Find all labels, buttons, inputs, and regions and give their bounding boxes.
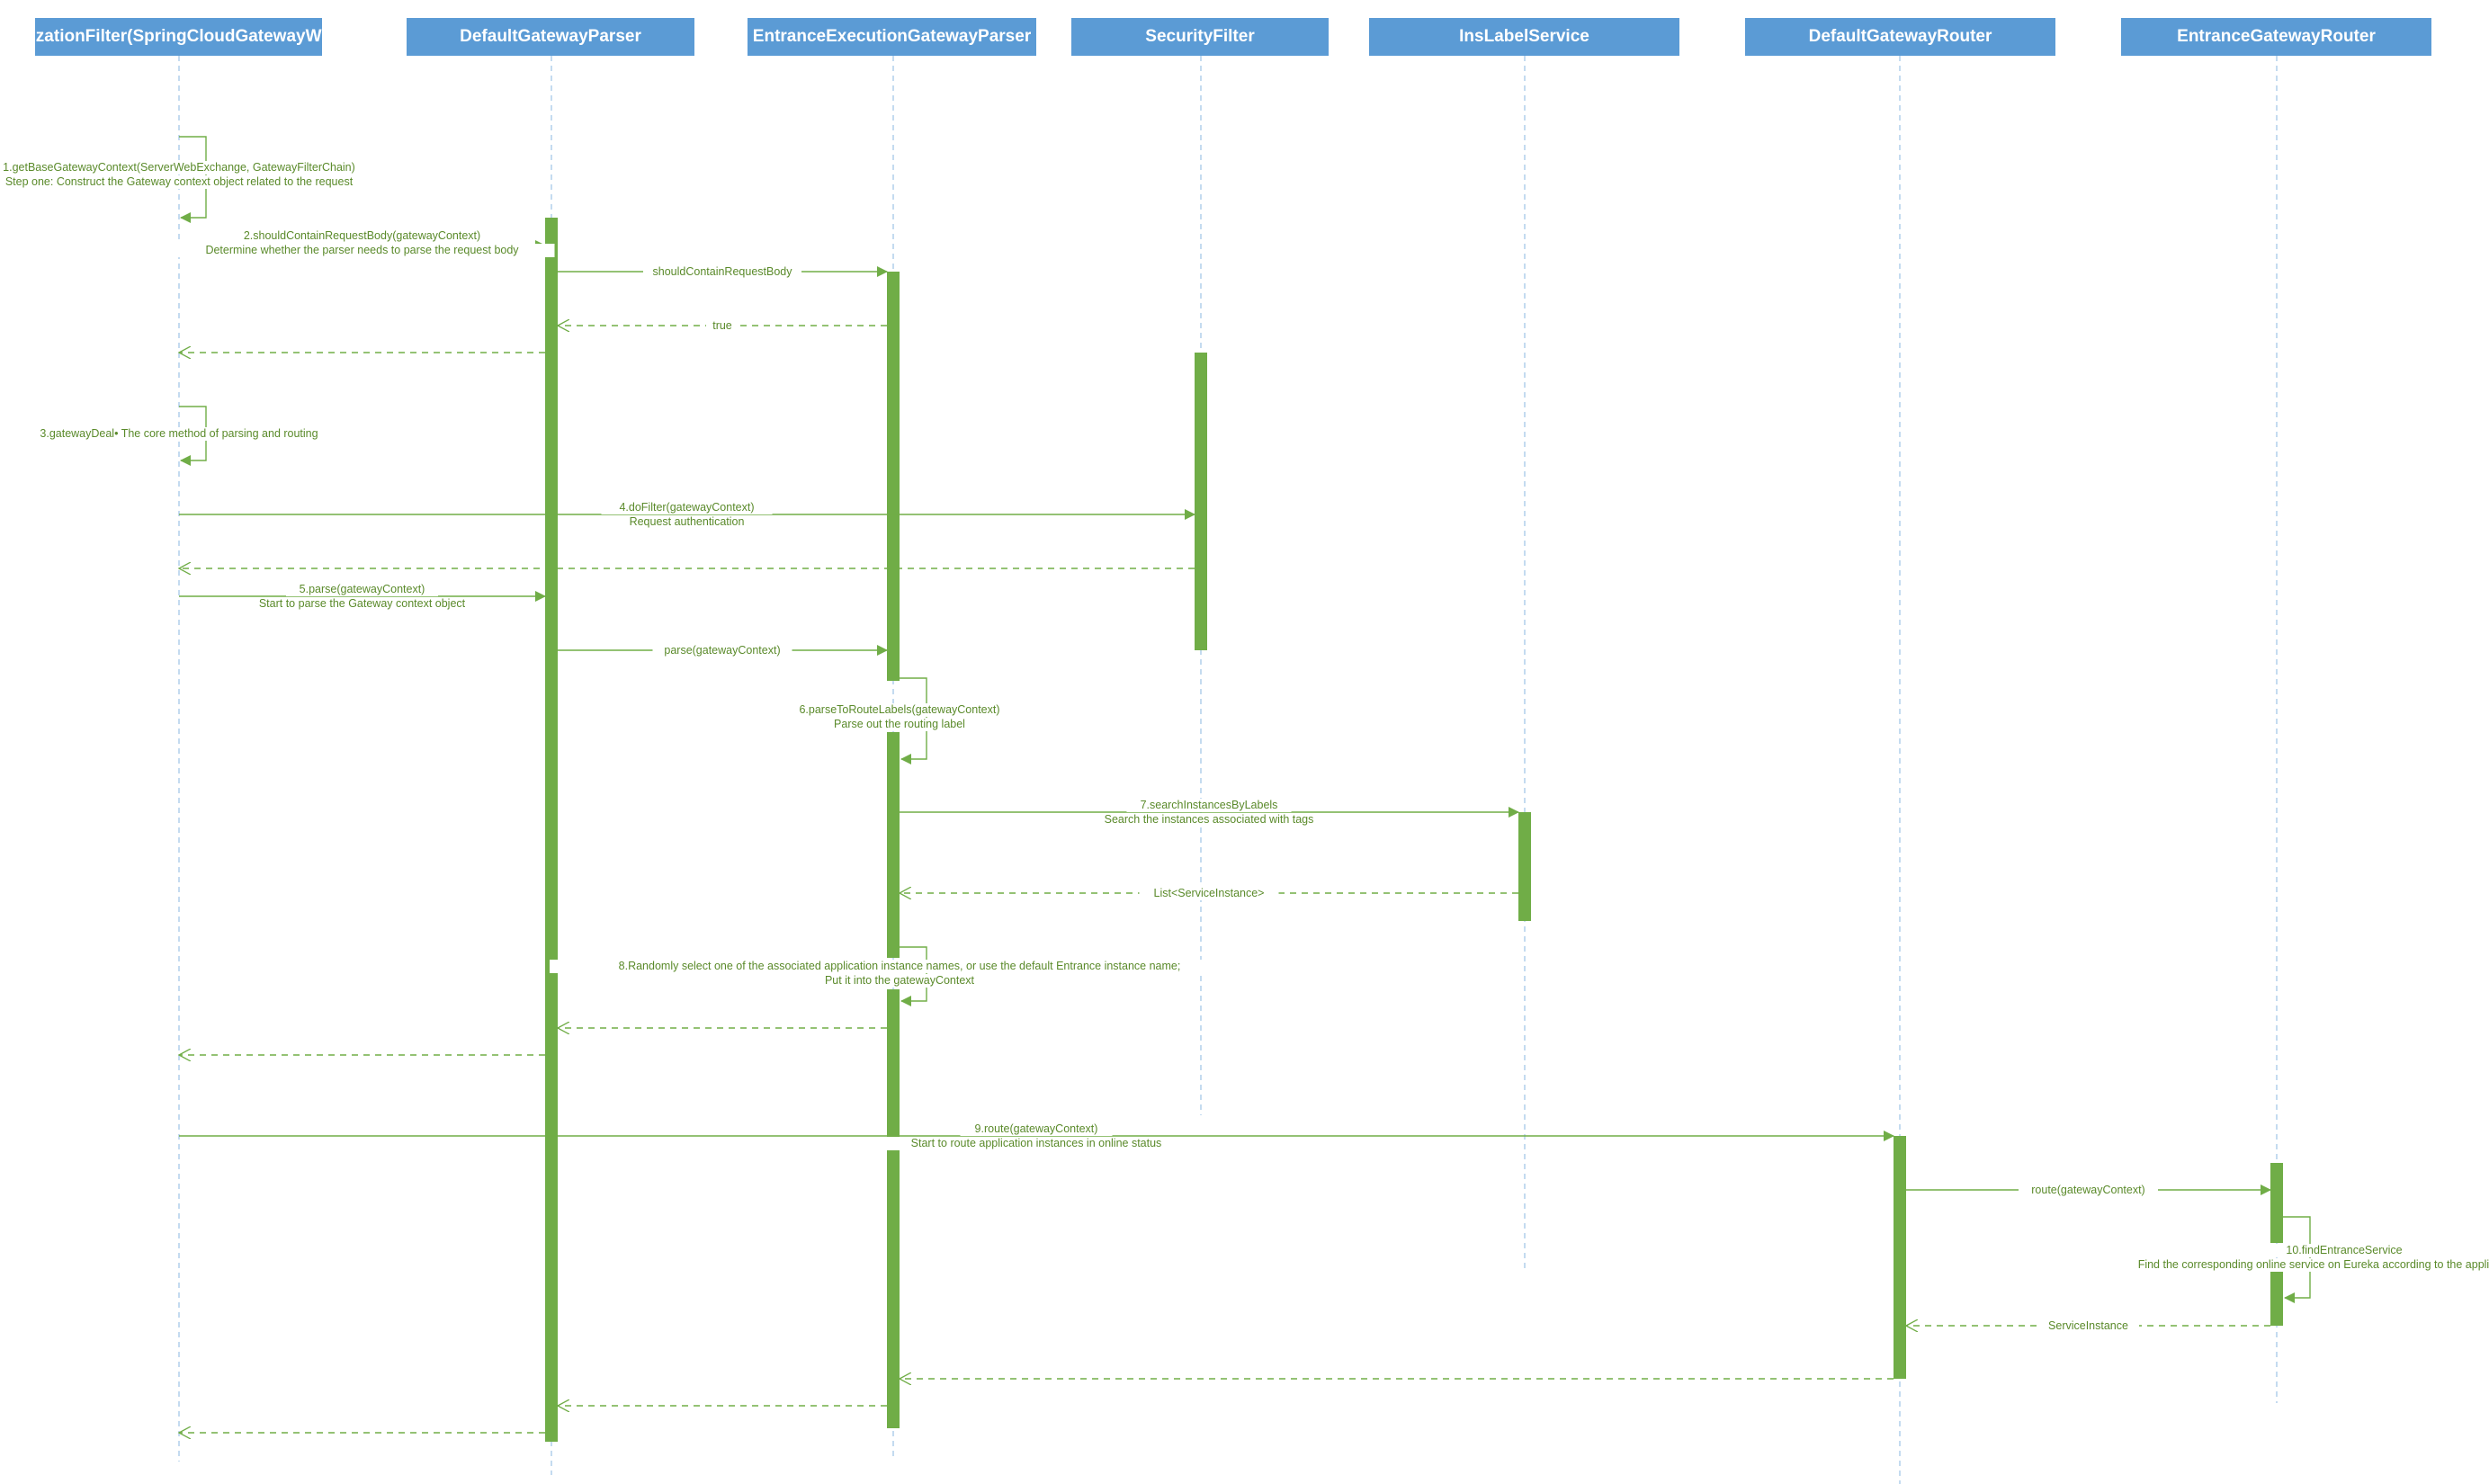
message-4: true	[558, 319, 887, 333]
message-2: 2.shouldContainRequestBody(gatewayContex…	[169, 229, 555, 257]
message-label: Put it into the gatewayContext	[825, 974, 975, 987]
message-label: 6.parseToRouteLabels(gatewayContext)	[799, 703, 999, 716]
participant-label: SecurityFilter	[1145, 27, 1255, 46]
activation-bar-ils	[1518, 812, 1531, 921]
message-label-bg	[2271, 1244, 2417, 1257]
message-10: parse(gatewayContext)	[558, 644, 888, 657]
participant-label: DefaultGatewayParser	[460, 27, 641, 46]
participant-label-line: udGatewayWebsocketFilter)	[214, 27, 443, 46]
participant-entrance-execution-gateway-parser: EntranceExecutionGatewayParser	[748, 18, 1036, 56]
message-label-bg	[229, 597, 495, 611]
message-9: 5.parse(gatewayContext) Start to parse th…	[179, 583, 546, 611]
activation-bar-eegp	[887, 732, 900, 958]
message-label-bg	[613, 515, 760, 529]
message-label: Search the instances associated with tag…	[1105, 813, 1314, 826]
activation-bar-eegp	[887, 272, 900, 681]
message-label-bg	[2037, 1319, 2139, 1333]
participant-default-gateway-parser: DefaultGatewayParser	[407, 18, 694, 56]
message-label-bg	[226, 229, 498, 243]
message-label: parse(gatewayContext)	[664, 644, 780, 657]
message-label-bg	[286, 583, 438, 596]
message-1: 1.getBaseGatewayContext(ServerWebExchang…	[0, 136, 400, 223]
message-label-bg	[5, 427, 353, 441]
message-label-bg	[2085, 1258, 2489, 1272]
participant-ins-label-service: InsLabelService	[1369, 18, 1679, 56]
activation-bar-sf	[1195, 353, 1207, 650]
message-label: Start to parse the Gateway context objec…	[259, 597, 466, 610]
message-label-bg	[169, 244, 555, 257]
message-label-bg	[0, 175, 400, 189]
message-20: ServiceInstance	[1906, 1319, 2270, 1333]
activation-bar-egr	[2270, 1163, 2283, 1243]
message-label: 9.route(gatewayContext)	[975, 1122, 1098, 1135]
message-17: 9.route(gatewayContext) Start to route ap…	[179, 1122, 1894, 1150]
message-label-bg	[810, 718, 989, 731]
participant-label: EntranceExecutionGatewayParser	[752, 27, 1032, 46]
activation-bar-eegp	[887, 989, 900, 1428]
message-label: Start to route application instances in …	[911, 1137, 1162, 1149]
message-label-bg	[601, 501, 773, 514]
message-label-bg	[1139, 887, 1279, 900]
message-label-bg	[706, 319, 739, 333]
message-label: 3.gatewayDeal• The core method of parsin…	[40, 427, 318, 440]
lifelines	[178, 56, 2278, 1484]
message-label-bg	[643, 265, 801, 279]
participant-entrance-gateway-router: EntranceGatewayRouter	[2121, 18, 2431, 56]
message-label-bg	[1126, 799, 1292, 812]
message-label-bg	[550, 960, 1249, 973]
message-7: 4.doFilter(gatewayContext)Request authen…	[179, 501, 1195, 529]
message-label: 5.parse(gatewayContext)	[300, 583, 425, 595]
message-label-bg	[0, 161, 378, 174]
message-label: 10.findEntranceService	[2286, 1244, 2402, 1256]
message-3: shouldContainRequestBody	[558, 265, 888, 279]
activation-bars	[545, 218, 2283, 1442]
message-label-bg	[783, 703, 1016, 717]
message-label: shouldContainRequestBody	[653, 265, 793, 278]
message-label: Parse out the routing label	[834, 718, 965, 730]
message-label-bg	[960, 1122, 1113, 1136]
message-11: 6.parseToRouteLabels(gatewayContext) Pars…	[783, 677, 1016, 764]
message-label: 4.doFilter(gatewayContext)	[619, 501, 754, 514]
message-label: ServiceInstance	[2048, 1319, 2128, 1332]
message-label: 1.getBaseGatewayContext(ServerWebExchang…	[3, 161, 355, 174]
message-18: route(gatewayContext)	[1906, 1184, 2271, 1197]
message-13: List<ServiceInstance>	[900, 887, 1518, 900]
message-label: Determine whether the parser needs to pa…	[205, 244, 519, 256]
message-label-bg	[865, 1137, 1207, 1150]
participant-security-filter: SecurityFilter	[1071, 18, 1329, 56]
message-label: Step one: Construct the Gateway context …	[5, 175, 354, 188]
message-label-bg	[801, 974, 998, 988]
activation-bar-dgr	[1894, 1136, 1906, 1379]
message-label: 7.searchInstancesByLabels	[1141, 799, 1278, 811]
message-label: Request authentication	[630, 515, 745, 528]
message-label: Find the corresponding online service on…	[2138, 1258, 2489, 1271]
activation-bar-dgp	[545, 218, 558, 1442]
messages: 1.getBaseGatewayContext(ServerWebExchang…	[0, 136, 2489, 1433]
participant-label-line: GatwayAuthorizationFilter(SpringClo	[0, 27, 215, 46]
message-label: route(gatewayContext)	[2031, 1184, 2144, 1196]
message-label: 8.Randomly select one of the associated …	[619, 960, 1181, 972]
participant-default-gateway-router: DefaultGatewayRouter	[1745, 18, 2055, 56]
message-label: List<ServiceInstance>	[1154, 887, 1265, 899]
message-label: 2.shouldContainRequestBody(gatewayContex…	[244, 229, 480, 242]
message-14: 8.Randomly select one of the associated …	[550, 946, 1249, 1006]
message-label-bg	[2019, 1184, 2158, 1197]
participant-label: InsLabelService	[1459, 27, 1589, 46]
participant-label: DefaultGatewayRouter	[1808, 27, 1992, 46]
message-6: 3.gatewayDeal• The core method of parsin…	[5, 406, 353, 466]
participant-label: EntranceGatewayRouter	[2177, 27, 2376, 46]
activation-bar-egr	[2270, 1272, 2283, 1326]
message-label-bg	[652, 644, 792, 657]
participant-gateway-authorization-filter: GatwayAuthorizationFilter(SpringClo udGa…	[0, 18, 443, 56]
message-label-bg	[1076, 813, 1342, 827]
message-label: true	[712, 319, 732, 332]
